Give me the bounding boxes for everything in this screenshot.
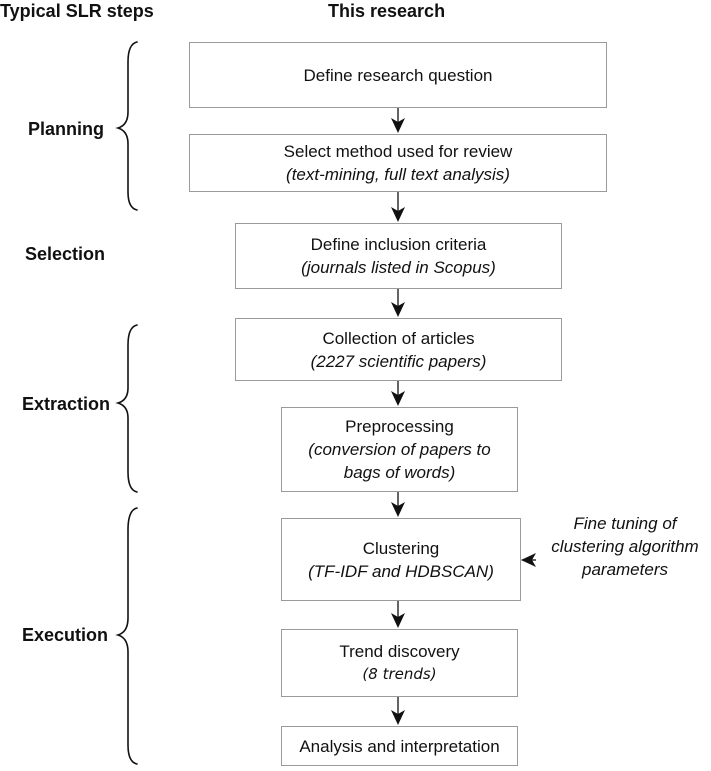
side-note-line: parameters <box>582 560 668 579</box>
side-note-line: Fine tuning of <box>573 514 677 533</box>
arrowhead-side <box>521 553 536 567</box>
brace-execution <box>115 507 138 765</box>
step-title: Analysis and interpretation <box>299 736 500 756</box>
step-title: Preprocessing <box>345 417 454 436</box>
step-title: Clustering <box>362 538 440 558</box>
step-detail: (2227 scientific papers) <box>310 351 487 371</box>
brace-extraction <box>115 324 138 493</box>
arrowhead-1-2 <box>391 118 405 133</box>
step-detail: (TF-IDF and HDBSCAN) <box>308 561 494 581</box>
stage-extraction: Extraction <box>22 394 111 414</box>
step-title: Define research question <box>303 65 493 85</box>
step-detail: (8 trends) <box>362 665 437 683</box>
arrowhead-2-3 <box>391 207 405 222</box>
stage-execution: Execution <box>22 625 109 645</box>
step-title: Collection of articles <box>322 328 475 348</box>
stage-selection: Selection <box>25 244 106 264</box>
arrowhead-3-4 <box>391 302 405 317</box>
step-detail: (journals listed in Scopus) <box>301 258 496 277</box>
header-this-research: This research <box>328 1 446 21</box>
side-note-fine-tuning: Fine tuning of clustering algorithm para… <box>540 512 710 581</box>
step-clustering: Clustering (TF-IDF and HDBSCAN) <box>281 518 521 601</box>
step-title: Select method used for review <box>283 142 513 161</box>
step-collection-of-articles: Collection of articles (2227 scientific … <box>235 318 562 381</box>
step-trend-discovery: Trend discovery (8 trends) <box>281 629 518 697</box>
step-select-method: Select method used for review (text-mini… <box>189 134 607 192</box>
side-note-line: clustering algorithm <box>551 537 699 556</box>
step-title: Define inclusion criteria <box>310 235 487 254</box>
step-title: Trend discovery <box>339 642 460 661</box>
arrowhead-4-5 <box>391 391 405 406</box>
step-define-research-question: Define research question <box>189 42 607 108</box>
step-analysis-and-interpretation: Analysis and interpretation <box>281 726 518 766</box>
arrowhead-6-7 <box>391 613 405 628</box>
step-define-inclusion-criteria: Define inclusion criteria (journals list… <box>235 223 562 289</box>
arrowhead-5-6 <box>391 502 405 517</box>
header-typical-slr-steps: Typical SLR steps <box>0 1 154 21</box>
stage-planning: Planning <box>28 119 104 139</box>
step-detail: (text-mining, full text analysis) <box>286 165 510 184</box>
brace-planning <box>115 41 138 211</box>
arrowhead-7-8 <box>391 710 405 725</box>
step-detail: (conversion of papers to bags of words) <box>308 440 491 482</box>
step-preprocessing: Preprocessing (conversion of papers to b… <box>281 407 518 492</box>
